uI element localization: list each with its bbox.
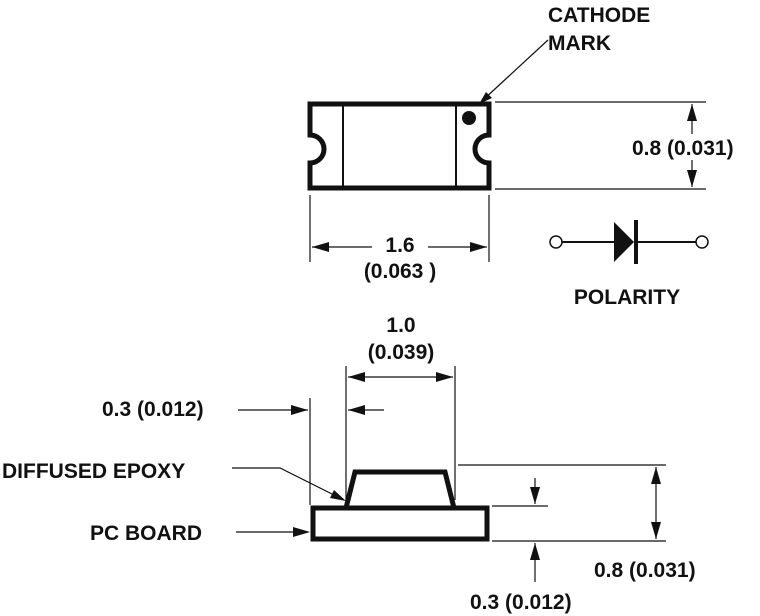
polarity-symbol: POLARITY [549,220,709,309]
pc-board [310,505,490,542]
length-arrow-right [470,242,487,252]
height-arrow-down [687,170,697,187]
height-label-backdrop [626,134,754,160]
left-offset-dim-label: 0.3 (0.012) [102,398,204,421]
diode-triangle [614,222,634,262]
top-width-mm-label: 1.0 [386,314,415,337]
length-arrow-left [312,242,329,252]
board-height-dim-label: 0.3 (0.012) [470,591,572,614]
polarity-label: POLARITY [574,286,680,309]
cathode-mark-label-line1: CATHODE [548,4,650,27]
pc-board-arrowhead [293,527,310,537]
cathode-leader-line [482,39,549,101]
epoxy-leader-arrowhead [330,490,346,501]
board-height-arrow-down [530,487,540,504]
cathode-dot [462,111,476,125]
total-height-dim-label: 0.8 (0.031) [594,559,696,582]
length-dim-mm-label: 1.6 [385,234,414,257]
top-width-arrow-right [436,372,453,382]
total-height-arrow-down [651,522,661,539]
height-arrow-up [687,104,697,121]
side-view: 1.0 (0.039) 0.3 (0.012) DIFFUSED EPOXY P… [2,314,696,614]
cathode-leader-arrowhead [479,92,492,104]
top-view: CATHODE MARK 0.8 (0.031) 1.6 (0.063 ) [307,4,754,283]
epoxy-leader-line [232,467,341,499]
board-height-arrow-up [530,543,540,560]
total-height-arrow-up [651,467,661,484]
cathode-mark-label-line2: MARK [548,32,611,55]
left-offset-arrow-right [291,405,308,415]
top-width-arrow-left [348,372,365,382]
diffused-epoxy-label: DIFFUSED EPOXY [2,460,185,483]
left-offset-arrow-left [348,405,365,415]
anode-terminal [549,235,563,249]
top-height-dim-label: 0.8 (0.031) [632,137,734,160]
top-width-in-label: (0.039) [368,341,435,364]
pc-board-label: PC BOARD [90,522,202,545]
led-body-outline [307,101,492,191]
length-dim-in-label: (0.063 ) [364,260,436,283]
epoxy-dome [343,469,457,509]
cathode-terminal [695,235,709,249]
